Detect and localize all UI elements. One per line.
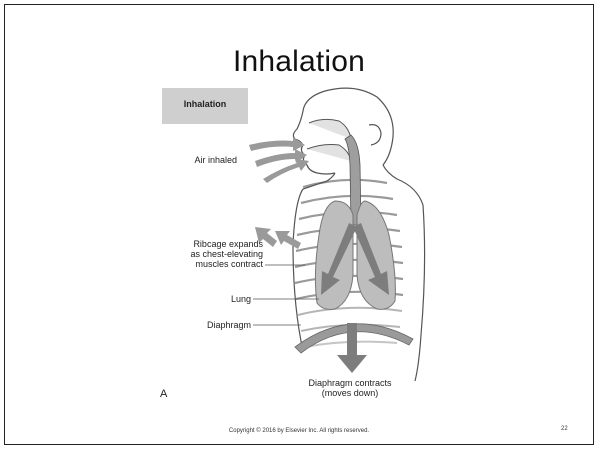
rib-1: [303, 180, 387, 187]
air-inhaled-arrows: [249, 137, 309, 183]
lung-left: [315, 201, 353, 309]
ribcage-label-line2: as chest-elevating: [155, 249, 263, 259]
chest-front: [293, 189, 303, 351]
lung-right: [357, 201, 395, 309]
diaphragm-contracts-line2: (moves down): [295, 388, 405, 398]
ribcage-label: Ribcage expands as chest-elevating muscl…: [155, 239, 263, 269]
diaphragm-label: Diaphragm: [165, 320, 251, 330]
ribcage-label-line1: Ribcage expands: [155, 239, 263, 249]
air-inhaled-text: Air inhaled: [194, 155, 237, 165]
page-number: 22: [561, 426, 568, 432]
panel-letter: A: [160, 388, 167, 400]
back: [415, 205, 425, 381]
ribcage-label-line3: muscles contract: [155, 259, 263, 269]
diaphragm-contracts-label: Diaphragm contracts (moves down): [295, 378, 405, 398]
rib-arrow-inner: [275, 231, 301, 249]
lung-label: Lung: [185, 294, 251, 304]
diaphragm-label-text: Diaphragm: [207, 320, 251, 330]
lung-label-text: Lung: [231, 294, 251, 304]
leader-lines: [253, 265, 319, 325]
ear: [369, 125, 381, 145]
copyright-notice: Copyright © 2016 by Elsevier Inc. All ri…: [5, 428, 593, 434]
slide: Inhalation Inhalation: [4, 4, 594, 445]
air-inhaled-label: Air inhaled: [155, 155, 237, 165]
oral-cavity: [307, 145, 351, 162]
nasal-cavity: [309, 119, 351, 139]
diaphragm-contracts-line1: Diaphragm contracts: [295, 378, 405, 388]
rib-2: [301, 196, 393, 203]
